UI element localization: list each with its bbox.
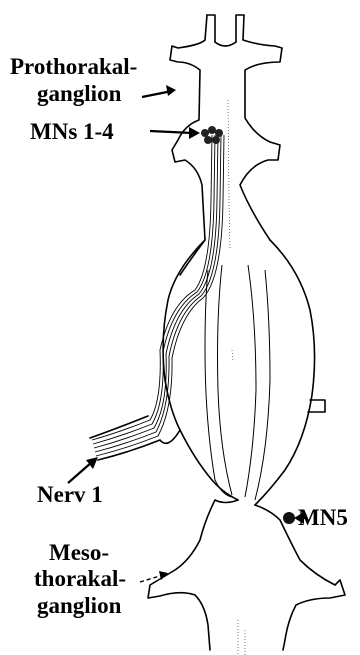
- label-meso-line3: ganglion: [37, 593, 122, 618]
- inner-tract-mid-right: [245, 265, 256, 497]
- prothoracic-top-notch: [215, 42, 236, 46]
- label-nerv-1: Nerv 1: [37, 482, 103, 507]
- mesothoracic-dotted-midline: [238, 620, 245, 655]
- prothoracic-ganglion-outline: [170, 15, 282, 275]
- inner-tract-right: [255, 270, 270, 500]
- nerve-1-sheath: [90, 416, 180, 460]
- nerve-1-axon-bundle: [92, 135, 224, 456]
- arrow-nerv-1: [68, 457, 98, 483]
- arrow-prothorakal: [142, 85, 176, 97]
- connective-dotted-line: [228, 100, 233, 360]
- label-meso-line2: thorakal-: [34, 566, 126, 591]
- arrow-mesothorakal: [140, 571, 168, 582]
- label-prothorakal-line1: Prothorakal-: [10, 54, 137, 79]
- label-mns-1-4: MNs 1-4: [30, 119, 114, 144]
- inner-tract-mid-left: [218, 265, 233, 495]
- connective-oval-outline: [163, 240, 314, 505]
- prothoracic-top-stub-left: [207, 15, 215, 42]
- arrow-mns-1-4: [150, 127, 200, 139]
- label-mn5: MN5: [298, 505, 348, 530]
- mn5-cell-body: [283, 512, 295, 524]
- label-prothorakal-line2: ganglion: [37, 81, 122, 106]
- label-meso-line1: Meso-: [49, 540, 109, 565]
